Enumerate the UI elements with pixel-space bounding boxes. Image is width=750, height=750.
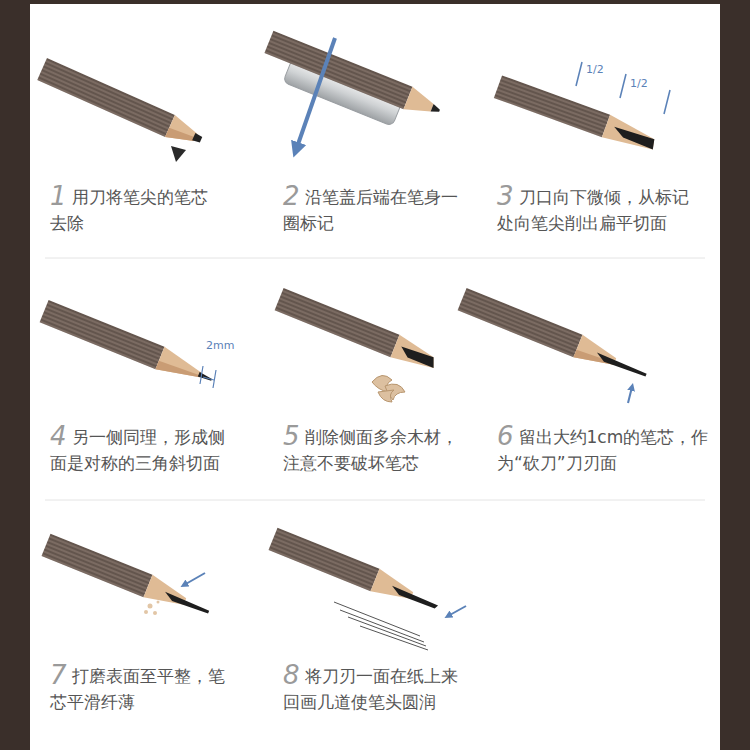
dimension-label: 1/2 <box>586 64 604 76</box>
pencil <box>37 58 206 151</box>
step-caption: 7打磨表面至平整，笔芯平滑纤薄 <box>50 662 240 715</box>
stroke-marks <box>334 602 428 650</box>
mark-arrow <box>296 38 335 150</box>
step-text: 打磨表面至平整，笔芯平滑纤薄 <box>50 666 225 712</box>
dimension-label: 2mm <box>206 340 234 352</box>
divider <box>45 258 705 259</box>
step-text: 刀口向下微倾，从标记处向笔尖削出扁平切面 <box>497 187 689 233</box>
step-number: 3 <box>497 181 514 211</box>
step-number: 6 <box>497 421 514 451</box>
step-number: 1 <box>50 181 67 211</box>
pencil <box>494 75 659 155</box>
pointer-arrow <box>448 606 466 616</box>
step-caption: 5削除侧面多余木材，注意不要破坏笔芯 <box>283 423 473 476</box>
sanding-dust <box>144 601 160 616</box>
pencil <box>458 288 652 385</box>
step-caption: 1用刀将笔尖的笔芯去除 <box>50 183 222 236</box>
step-number: 4 <box>50 421 67 451</box>
pointer-arrow <box>184 573 205 585</box>
wood-shavings <box>372 375 405 402</box>
step-caption: 3刀口向下微倾，从标记处向笔尖削出扁平切面 <box>497 183 705 236</box>
step-text: 沿笔盖后端在笔身一圈标记 <box>283 187 458 233</box>
step-text: 将刀刃一面在纸上来回画几道使笔头圆润 <box>283 666 458 712</box>
divider <box>45 500 705 501</box>
pencil-with-cap <box>257 31 444 141</box>
step-caption: 2沿笔盖后端在笔身一圈标记 <box>283 183 473 236</box>
step-text: 留出大约1cm的笔芯，作为“砍刀”刀刃面 <box>497 427 708 473</box>
pointer-arrow <box>628 387 632 403</box>
dimension-mark <box>200 366 216 388</box>
step-number: 8 <box>283 660 300 690</box>
dimension-label: 1/2 <box>630 78 648 90</box>
step-number: 7 <box>50 660 67 690</box>
cut-lead <box>171 146 186 162</box>
step-text: 削除侧面多余木材，注意不要破坏笔芯 <box>283 427 458 473</box>
step-caption: 8将刀刃一面在纸上来回画几道使笔头圆润 <box>283 662 473 715</box>
pencil <box>269 528 443 617</box>
measure-ticks <box>576 62 670 114</box>
step-number: 5 <box>283 421 300 451</box>
step-text: 另一侧同理，形成侧面是对称的三角斜切面 <box>50 427 225 473</box>
pencil <box>40 300 217 390</box>
step-caption: 4另一侧同理，形成侧面是对称的三角斜切面 <box>50 423 240 476</box>
pencil <box>42 534 214 622</box>
step-number: 2 <box>283 181 300 211</box>
pencil <box>275 288 441 374</box>
step-caption: 6留出大约1cm的笔芯，作为“砍刀”刀刃面 <box>497 423 711 476</box>
step-text: 用刀将笔尖的笔芯去除 <box>50 187 208 233</box>
